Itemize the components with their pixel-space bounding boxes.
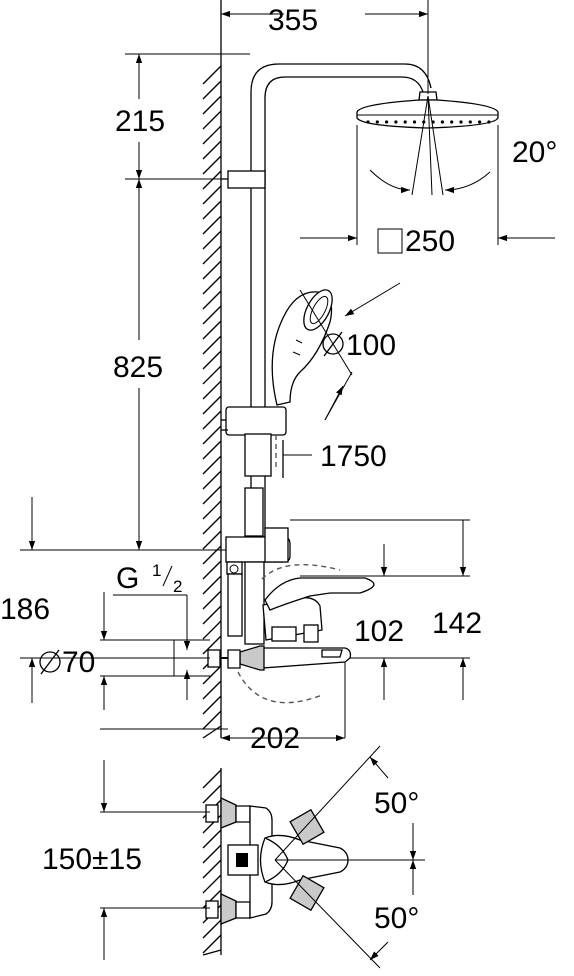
wall-hatch-line: [202, 305, 222, 325]
dim-250-label: 250: [405, 225, 455, 258]
wall-upper: [202, 0, 222, 739]
wall-hatch-line: [202, 170, 222, 190]
nozzle-dot: [385, 120, 389, 124]
wall-hatch-line: [202, 844, 222, 864]
wall-hatch-line: [202, 140, 222, 160]
wall-hatch-line: [202, 665, 222, 685]
rail-lower: [225, 487, 291, 645]
dim-150-label: 150±15: [42, 843, 142, 876]
wall-hatch-line: [202, 530, 222, 550]
nozzle-dot: [366, 120, 370, 124]
wall-hatch-line: [202, 470, 222, 490]
hand-shower: [271, 289, 333, 406]
overhead-shower-head: [356, 80, 499, 129]
wall-hatch-line: [202, 560, 222, 580]
nozzle-dot: [459, 120, 463, 124]
wall-hatch-line: [202, 500, 222, 520]
wall-hatch-line: [202, 784, 222, 804]
nozzle-dot: [403, 120, 407, 124]
wall-hatch-line: [202, 125, 222, 145]
thread-fraction-num: 1: [152, 561, 161, 580]
nozzle-dot: [487, 120, 491, 124]
wall-hatch-line: [202, 829, 222, 849]
nozzle-dot: [394, 120, 398, 124]
wall-hatch-line: [202, 725, 222, 739]
wall-hatch-line: [202, 185, 222, 205]
wall-hatch-line: [202, 245, 222, 265]
wall-hatch-line: [202, 155, 222, 175]
wall-hatch-line: [202, 230, 222, 250]
nozzle-dot: [468, 120, 472, 124]
diameter-icon: [322, 331, 344, 357]
wall-hatch-line: [202, 365, 222, 385]
nozzle-dot: [375, 120, 379, 124]
wall-hatch-line: [202, 320, 222, 340]
wall-hatch-line: [202, 934, 222, 954]
wall-hatch-line: [202, 545, 222, 565]
wall-hatch-line: [202, 110, 222, 130]
wall-hatch-line: [202, 395, 222, 415]
dim-100-label: 100: [346, 329, 396, 362]
wall-hatch-line: [202, 575, 222, 595]
wall-hatch-line: [202, 95, 222, 115]
mixer-top-view: [205, 796, 349, 925]
dim-102-label: 102: [354, 615, 404, 648]
head-tilt-lines: [369, 95, 491, 196]
wall-hatch-line: [202, 695, 222, 715]
wall-hatch-line: [202, 680, 222, 700]
swivel-angle-top-label: 50°: [374, 787, 419, 820]
wall-hatch-line: [202, 350, 222, 370]
wall-hatch-line: [202, 874, 222, 894]
nozzle-dot: [412, 120, 417, 124]
slider-holder: [221, 406, 287, 477]
wall-hatch-line: [202, 635, 222, 655]
wall-hatch-line: [202, 710, 222, 730]
diameter-icon: [39, 649, 61, 675]
nozzle-dot: [440, 120, 444, 124]
wall-hatch-line: [202, 335, 222, 355]
wall-hatch-line: [202, 769, 222, 789]
wall-hatch-line: [202, 410, 222, 430]
wall-hatch-line: [202, 455, 222, 475]
wall-lower: [202, 768, 222, 956]
wall-hatch-line: [202, 80, 222, 100]
dim-202-label: 202: [250, 722, 300, 755]
square-icon: [377, 228, 403, 254]
dim-355-label: 355: [268, 4, 318, 37]
wall-hatch-line: [202, 425, 222, 445]
wall-hatch-line: [202, 440, 222, 460]
dim-825-label: 825: [113, 351, 163, 384]
wall-hatch-line: [202, 275, 222, 295]
wall-hatch-line: [202, 515, 222, 535]
dim-tilt-label: 20°: [512, 136, 557, 169]
bath-mixer-side: [207, 564, 375, 704]
swivel-angle-bottom-label: 50°: [374, 902, 419, 935]
dim-186-label: 186: [0, 593, 50, 626]
wall-hatch-line: [202, 260, 222, 280]
wall-hatch-line: [202, 590, 222, 610]
wall-hatch-line: [202, 380, 222, 400]
wall-hatch-line: [202, 290, 222, 310]
thread-fraction-den: 2: [173, 577, 182, 596]
wall-hatch-line: [202, 65, 222, 85]
thread-label: G: [116, 562, 139, 595]
nozzle-dot: [450, 120, 454, 124]
dim-1750-label: 1750: [320, 440, 387, 473]
wall-hatch-line: [202, 215, 222, 235]
dim-215-label: 215: [115, 105, 165, 138]
nozzle-dot: [478, 120, 482, 124]
wall-hatch-line: [202, 485, 222, 505]
dim-142-label: 142: [432, 607, 482, 640]
wall-hatch-line: [202, 200, 222, 220]
dim-70-label: 70: [62, 646, 95, 679]
wall-hatch-line: [202, 949, 222, 956]
wall-hatch-line: [202, 620, 222, 640]
wall-hatch-line: [202, 605, 222, 625]
wall-hatch-line: [202, 919, 222, 939]
wall-hatch-line: [202, 859, 222, 879]
